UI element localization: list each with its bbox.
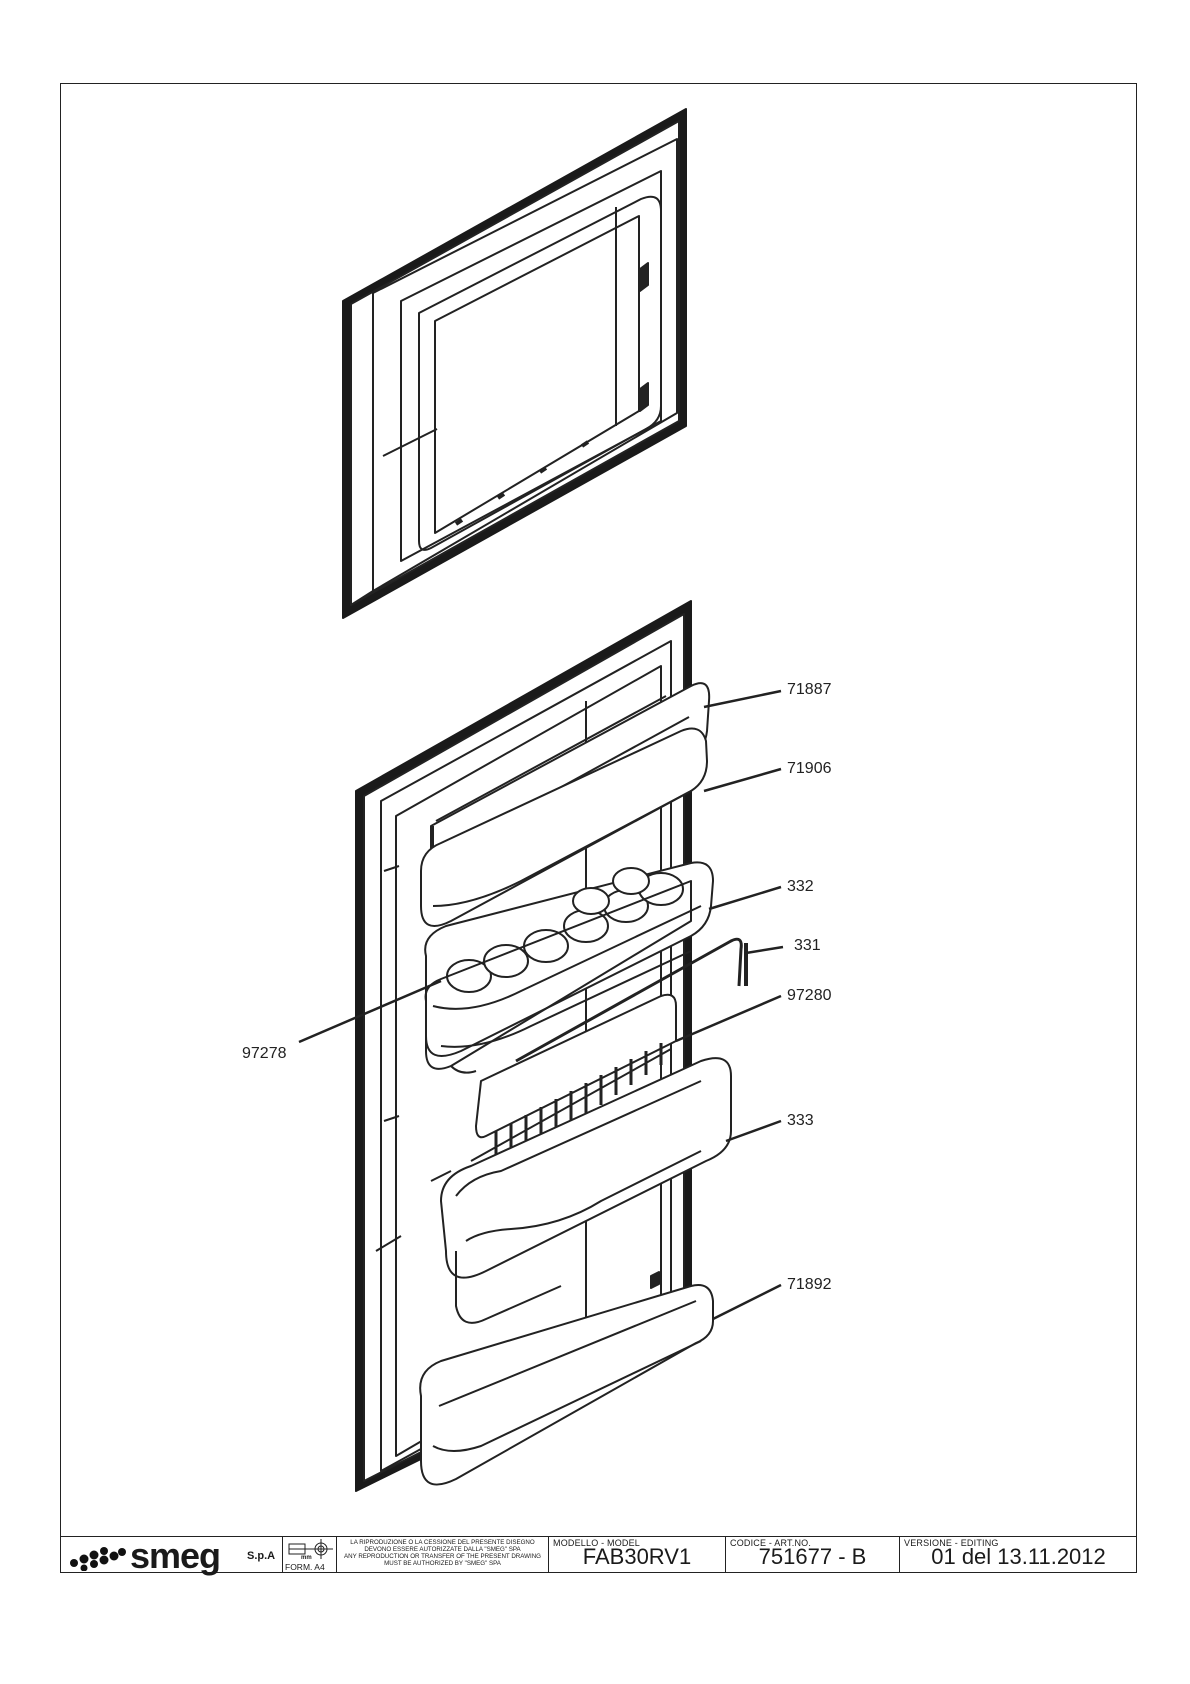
projection-symbol-icon	[288, 1539, 333, 1559]
callout-71906: 71906	[787, 760, 832, 777]
notice-english: ANY REPRODUCTION OR TRANSFER OF THE PRES…	[344, 1553, 541, 1567]
balcony-333	[430, 1057, 732, 1324]
shelf-71906	[420, 727, 708, 927]
smeg-logo: smeg S.p.A	[64, 1535, 279, 1576]
version-header: VERSIONE - EDITING	[904, 1538, 999, 1548]
unit-label: mm	[301, 1555, 312, 1561]
callout-331: 331	[794, 937, 821, 954]
format-label: FORM. A4	[285, 1562, 325, 1572]
model-header: MODELLO - MODEL	[553, 1538, 641, 1548]
logo-dots-icon	[70, 1547, 126, 1572]
shelf-97278	[424, 880, 692, 1074]
shelf-71892	[419, 1284, 714, 1486]
exploded-door-diagram	[298, 108, 784, 1492]
code-value: 751677 - B	[758, 1544, 867, 1569]
reproduction-notice: LA RIPRODUZIONE O LA CESSIONE DEL PRESEN…	[339, 1539, 546, 1567]
callout-97280: 97280	[787, 987, 832, 1004]
version-value: 01 del 13.11.2012	[931, 1544, 1106, 1569]
notice-italian: LA RIPRODUZIONE O LA CESSIONE DEL PRESEN…	[350, 1539, 535, 1553]
callout-333: 333	[787, 1112, 814, 1129]
bottle-holder-97280	[470, 993, 677, 1162]
egg-tray-332	[424, 861, 714, 1057]
logo-cell: smeg S.p.A	[60, 1535, 282, 1576]
drawing-sheet: 71887 71906 332 331 97280 97278 333 7189…	[60, 83, 1137, 1573]
leader-lines	[298, 689, 784, 1321]
code-header: CODICE - ART.NO.	[730, 1538, 812, 1548]
logo-suffix: S.p.A	[247, 1550, 276, 1562]
format-cell: mm FORM. A4	[282, 1537, 336, 1573]
callout-71887: 71887	[787, 681, 832, 698]
callout-332: 332	[787, 878, 814, 895]
code-cell: CODICE - ART.NO. 751677 - B	[725, 1537, 899, 1573]
freezer-door	[342, 108, 687, 619]
model-value: FAB30RV1	[582, 1544, 692, 1569]
wire-331	[515, 937, 748, 1063]
callout-71892: 71892	[787, 1276, 832, 1293]
version-cell: VERSIONE - EDITING 01 del 13.11.2012	[899, 1537, 1137, 1573]
callout-97278: 97278	[242, 1045, 287, 1062]
model-cell: MODELLO - MODEL FAB30RV1	[548, 1537, 725, 1573]
logo-wordmark: smeg	[130, 1535, 221, 1576]
title-block: smeg S.p.A mm FORM. A4 LA RIPRODUZIONE O…	[60, 1535, 1137, 1576]
notice-cell: LA RIPRODUZIONE O LA CESSIONE DEL PRESEN…	[336, 1537, 548, 1573]
